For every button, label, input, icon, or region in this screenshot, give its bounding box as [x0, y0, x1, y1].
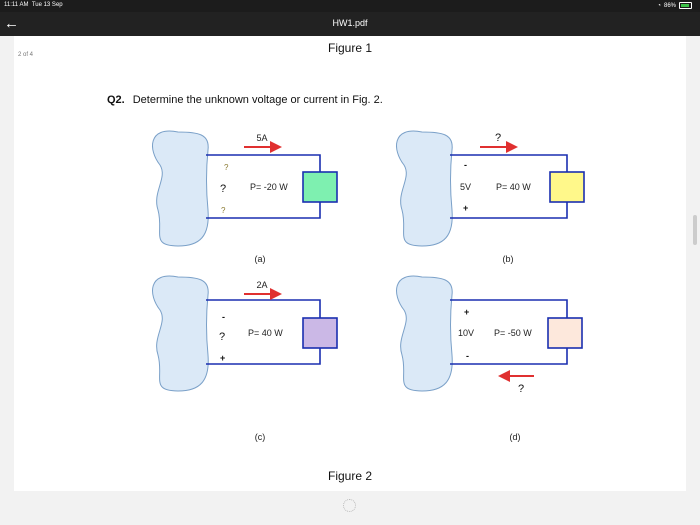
cloud-shape [396, 275, 453, 392]
caption: (d) [510, 432, 521, 442]
element-box [547, 317, 583, 349]
current-label: ? [518, 383, 524, 395]
bottom-sign: + [463, 203, 468, 213]
circuit-c: 2A - ? + P= 40 W (c) [152, 275, 338, 442]
figure2-title: Figure 2 [327, 469, 373, 483]
loading-spinner-icon [343, 499, 356, 512]
top-sign: - [464, 160, 467, 170]
bottom-sign: - [466, 351, 469, 361]
back-arrow-icon[interactable]: ← [4, 15, 19, 32]
wifi-icon: ◔ [657, 2, 661, 9]
question-text: Determine the unknown voltage or current… [132, 94, 383, 106]
figure1-title: Figure 1 [327, 41, 373, 55]
status-bar: 11:11 AM Tue 13 Sep ◔ 86% [0, 0, 700, 12]
caption: (c) [255, 432, 266, 442]
voltage-label: ? [220, 183, 226, 195]
cloud-shape [152, 130, 209, 247]
circuit-d: ? + 10V - P= -50 W (d) [396, 275, 583, 442]
element-box [302, 171, 338, 203]
top-sign: + [464, 307, 469, 317]
page-indicator: 2 of 4 [18, 52, 34, 58]
status-time: 11:11 AM Tue 13 Sep [4, 2, 63, 8]
element-box [549, 171, 585, 203]
caption: (b) [503, 254, 514, 264]
caption: (a) [255, 254, 266, 264]
bottom-bar [0, 491, 700, 525]
current-label: 5A [256, 133, 267, 143]
top-sign: - [222, 312, 225, 322]
power-label: P= -50 W [494, 328, 532, 338]
circuit-a: 5A ? ? ? P= -20 W (a) [152, 130, 338, 264]
status-right: ◔ 86% [657, 2, 692, 9]
pdf-page [14, 36, 686, 491]
cloud-shape [396, 130, 453, 247]
voltage-label: 10V [458, 328, 474, 338]
cloud-shape [152, 275, 209, 392]
power-label: P= -20 W [250, 182, 288, 192]
nav-bar: ← HW1.pdf [0, 12, 700, 36]
top-sign: ? [224, 163, 229, 172]
battery-icon [679, 2, 692, 9]
voltage-label: 5V [460, 182, 471, 192]
power-label: P= 40 W [248, 328, 283, 338]
bottom-sign: ? [221, 206, 226, 215]
voltage-label: ? [219, 331, 225, 343]
element-box [302, 317, 338, 349]
question: Q2. Determine the unknown voltage or curr… [107, 94, 383, 106]
question-number: Q2. [107, 94, 125, 106]
circuit-b: ? - 5V + P= 40 W (b) [396, 130, 585, 264]
battery-percent: 86% [663, 2, 676, 9]
current-label: 2A [256, 280, 267, 290]
scrollbar[interactable] [693, 215, 697, 245]
bottom-sign: + [220, 353, 225, 363]
power-label: P= 40 W [496, 182, 531, 192]
current-label: ? [495, 132, 501, 144]
document-title: HW1.pdf [332, 18, 368, 28]
